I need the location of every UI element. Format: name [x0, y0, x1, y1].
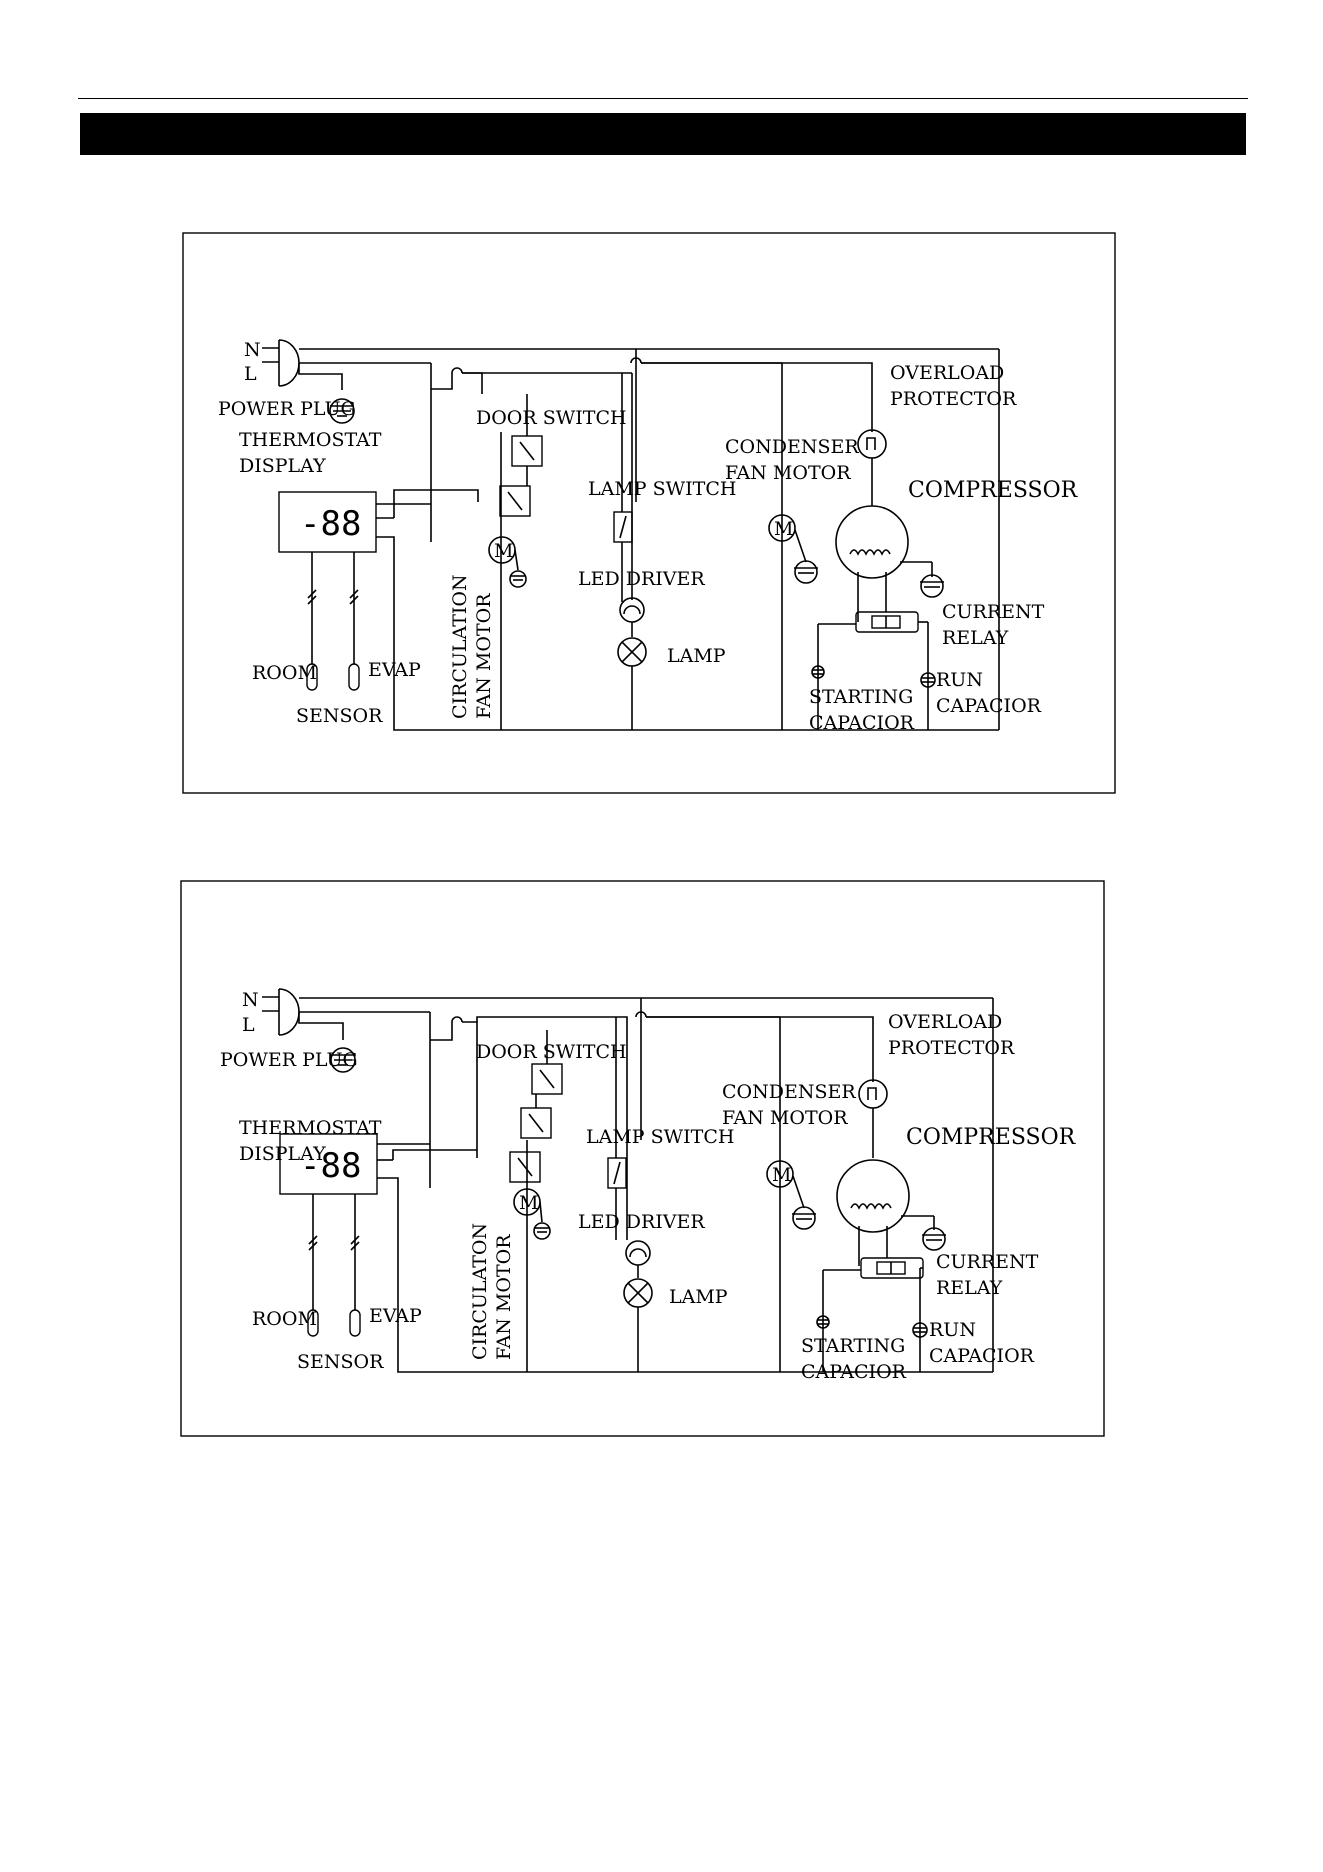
label-led-driver: LED DRIVER: [578, 1211, 705, 1233]
door-switch-icon: [499, 394, 543, 517]
led-driver-icon: [619, 597, 645, 637]
run-capacitor-icon: [912, 1322, 928, 1338]
label-compressor: COMPRESSOR: [908, 478, 1079, 503]
diagram-frame: [182, 232, 1116, 794]
lamp-switch-icon: [607, 1017, 627, 1240]
label-n: N: [244, 339, 261, 361]
label-current-1: CURRENT: [942, 601, 1045, 623]
label-thermostat-1: THERMOSTAT: [239, 1117, 382, 1139]
top-rule: [78, 98, 1248, 99]
overload-protector-icon: [857, 429, 887, 506]
wiring-diagram-1: N L POWER PLUG -88 THERMOSTAT: [182, 232, 1116, 794]
starting-capacitor-icon: [811, 665, 825, 679]
door-switch-icon: [509, 1030, 563, 1183]
current-relay-icon: [822, 1257, 924, 1372]
label-l: L: [244, 363, 257, 385]
label-condenser-1: CONDENSER: [722, 1081, 856, 1103]
svg-text:M: M: [519, 1192, 538, 1214]
lamp-switch-icon: [613, 373, 633, 602]
label-power-plug: POWER PLUG: [220, 1049, 358, 1071]
section-header-bar: [80, 113, 1246, 155]
label-run-1: RUN: [936, 669, 983, 691]
label-lamp-switch: LAMP SWITCH: [588, 478, 736, 500]
diagram-frame: [180, 880, 1105, 1437]
label-evap: EVAP: [368, 659, 421, 681]
label-thermostat-2: DISPLAY: [239, 455, 326, 477]
label-compressor: COMPRESSOR: [906, 1125, 1077, 1150]
power-plug-icon: [262, 988, 362, 1036]
thermostat-display: [278, 491, 377, 553]
label-lamp: LAMP: [667, 645, 726, 667]
label-circulation-1: CIRCULATION: [449, 574, 471, 719]
lamp-icon: [623, 1278, 653, 1372]
label-condenser-2: FAN MOTOR: [725, 462, 851, 484]
circulation-motor-icon: M: [488, 536, 527, 588]
label-lamp: LAMP: [669, 1286, 728, 1308]
circulation-motor-icon: M: [513, 1188, 551, 1240]
label-current-1: CURRENT: [936, 1251, 1039, 1273]
label-room: ROOM: [252, 1308, 317, 1330]
label-power-plug: POWER PLUG: [218, 398, 356, 420]
run-capacitor-icon: [920, 672, 936, 688]
label-door-switch: DOOR SWITCH: [476, 1041, 627, 1063]
label-circulation-2: FAN MOTOR: [493, 1234, 515, 1360]
lamp-icon: [617, 637, 647, 730]
label-starting-1: STARTING: [809, 686, 913, 708]
label-thermostat-2: DISPLAY: [239, 1143, 326, 1165]
label-starting-2: CAPACIOR: [801, 1361, 907, 1383]
power-plug-icon: [262, 339, 364, 387]
label-condenser-2: FAN MOTOR: [722, 1107, 848, 1129]
label-sensor: SENSOR: [296, 705, 383, 727]
label-room: ROOM: [252, 662, 317, 684]
ground-icon: [298, 1012, 356, 1073]
label-run-1: RUN: [929, 1319, 976, 1341]
label-run-2: CAPACIOR: [936, 695, 1042, 717]
label-condenser-1: CONDENSER: [725, 436, 859, 458]
condenser-motor-icon: M: [768, 514, 818, 584]
label-current-2: RELAY: [942, 627, 1009, 649]
label-overload-2: PROTECTOR: [890, 388, 1017, 410]
svg-text:M: M: [774, 518, 793, 540]
label-overload-1: OVERLOAD: [890, 362, 1004, 384]
label-thermostat-1: THERMOSTAT: [239, 429, 382, 451]
overload-protector-icon: [858, 1079, 888, 1158]
compressor-icon: [835, 505, 944, 622]
label-overload-1: OVERLOAD: [888, 1011, 1002, 1033]
condenser-motor-icon: M: [766, 1160, 816, 1230]
starting-capacitor-icon: [816, 1315, 830, 1329]
display-readout: -88: [300, 504, 361, 544]
label-door-switch: DOOR SWITCH: [476, 407, 627, 429]
led-driver-icon: [625, 1240, 651, 1278]
label-overload-2: PROTECTOR: [888, 1037, 1015, 1059]
label-circulation-2: FAN MOTOR: [473, 593, 495, 719]
svg-text:M: M: [772, 1164, 791, 1186]
label-led-driver: LED DRIVER: [578, 568, 705, 590]
evap-sensor: [349, 1194, 361, 1337]
room-sensor: [306, 552, 318, 691]
label-sensor: SENSOR: [297, 1351, 384, 1373]
label-run-2: CAPACIOR: [929, 1345, 1035, 1367]
thermostat-display: [279, 1133, 378, 1195]
current-relay-icon: [817, 611, 929, 730]
wiring-diagram-2: N L POWER PLUG -88 THERMOSTAT DISPLAY: [180, 880, 1105, 1437]
display-readout: -88: [300, 1146, 361, 1186]
label-starting-2: CAPACIOR: [809, 712, 915, 734]
label-l: L: [242, 1014, 255, 1036]
ground-icon: [298, 363, 355, 424]
label-n: N: [242, 989, 259, 1011]
compressor-icon: [836, 1159, 946, 1266]
label-circulation-1: CIRCULATON: [469, 1223, 491, 1360]
label-evap: EVAP: [369, 1305, 422, 1327]
label-current-2: RELAY: [936, 1277, 1003, 1299]
label-starting-1: STARTING: [801, 1335, 905, 1357]
evap-sensor: [348, 552, 360, 691]
svg-text:M: M: [494, 540, 513, 562]
room-sensor: [307, 1194, 319, 1337]
label-lamp-switch: LAMP SWITCH: [586, 1126, 734, 1148]
